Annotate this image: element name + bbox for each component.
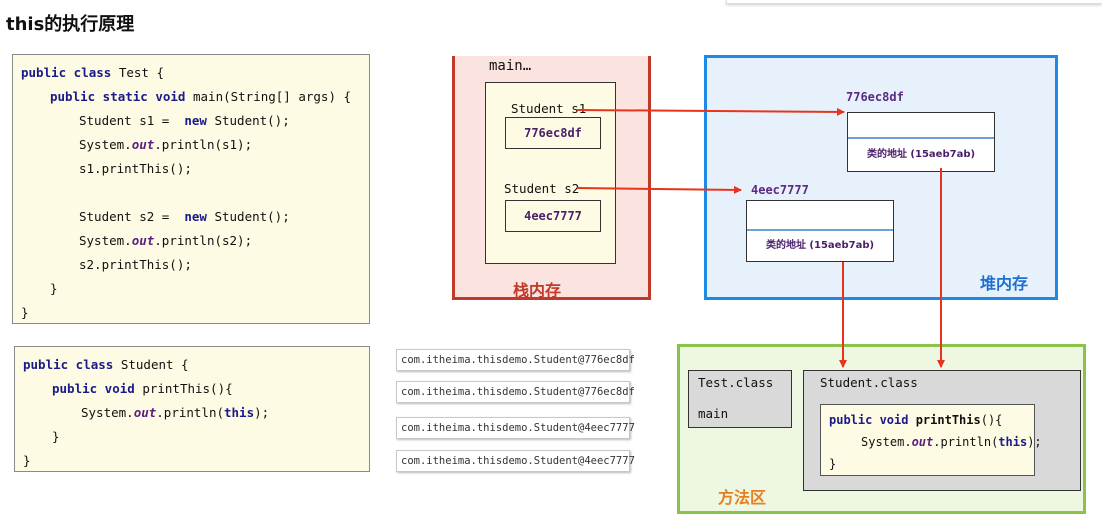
student-object-1: 类的地址 (15aeb7ab) <box>847 112 995 172</box>
main-stack-frame <box>485 82 616 264</box>
code-line: public class Student { <box>23 357 189 372</box>
stack-memory-label: 栈内存 <box>513 281 562 300</box>
code-line: public void printThis(){ <box>829 413 1003 427</box>
s2-value-box: 4eec7777 <box>505 200 601 232</box>
output-line-2: com.itheima.thisdemo.Student@776ec8df <box>396 381 635 403</box>
code-line: System.out.println(s2); <box>79 233 253 248</box>
object2-class-address: 类的地址 (15aeb7ab) <box>765 240 875 251</box>
code-line: } <box>829 457 837 471</box>
output-line-3: com.itheima.thisdemo.Student@4eec7777 <box>396 417 635 439</box>
code-line: System.out.println(s1); <box>79 137 253 152</box>
code-line: public class Test { <box>21 65 164 80</box>
output-line-1: com.itheima.thisdemo.Student@776ec8df <box>396 349 635 371</box>
test-class-code: public class Test { public static void m… <box>12 54 370 324</box>
s2-to-object2-arrow <box>576 185 742 194</box>
test-class-main-method: main <box>698 406 729 421</box>
page-title: this的执行原理 <box>6 14 135 35</box>
student-class-label: Student.class <box>820 375 918 390</box>
student-object-2: 类的地址 (15aeb7ab) <box>746 200 894 262</box>
s1-variable-label: Student s1 <box>511 101 587 116</box>
code-line: } <box>21 305 29 320</box>
heap-memory-label: 堆内存 <box>980 274 1029 293</box>
code-line: Student s1 = new Student(); <box>79 113 290 128</box>
code-line: public void printThis(){ <box>52 381 233 396</box>
test-class-label: Test.class <box>698 375 774 390</box>
s1-to-object1-arrow <box>576 107 845 116</box>
code-line: Student s2 = new Student(); <box>79 209 290 224</box>
code-line: System.out.println(this); <box>81 405 270 420</box>
test-class-box: Test.class main <box>688 370 792 428</box>
code-line: } <box>23 453 31 468</box>
code-line: s1.printThis(); <box>79 161 192 176</box>
method-area-label: 方法区 <box>718 488 767 507</box>
code-line: } <box>52 429 60 444</box>
main-frame-label: main… <box>489 58 532 74</box>
s2-variable-label: Student s2 <box>504 181 580 196</box>
code-line: public static void main(String[] args) { <box>50 89 352 104</box>
code-line: System.out.println(this); <box>861 435 1042 449</box>
window-edge <box>726 0 1102 4</box>
print-this-method-code: public void printThis(){ System.out.prin… <box>820 404 1042 476</box>
code-line: } <box>50 281 58 296</box>
output-line-4: com.itheima.thisdemo.Student@4eec7777 <box>396 450 635 472</box>
code-line: s2.printThis(); <box>79 257 192 272</box>
student-class-code: public class Student { public void print… <box>14 346 370 472</box>
object2-address: 4eec7777 <box>751 183 809 197</box>
object1-address: 776ec8df <box>846 90 904 104</box>
s1-value-box: 776ec8df <box>505 117 601 149</box>
object1-class-address: 类的地址 (15aeb7ab) <box>866 149 976 160</box>
